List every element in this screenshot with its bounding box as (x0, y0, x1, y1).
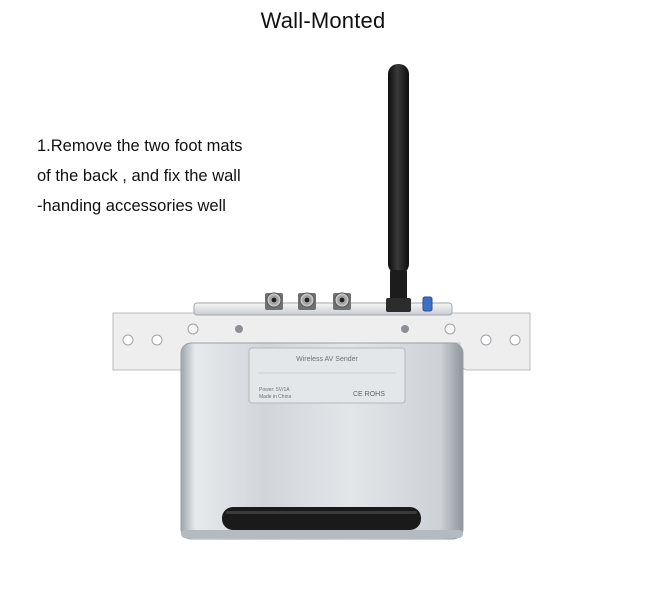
bracket-hole-left-outer (122, 334, 134, 346)
bracket-hole-right-inner (480, 334, 492, 346)
bracket-hole-right-outer (509, 334, 521, 346)
device-name-text: Wireless AV Sender (296, 356, 358, 363)
instruction-line-2: of the back , and fix the wall (37, 167, 241, 185)
channel-button (422, 296, 433, 312)
bracket-hole-center-left (187, 323, 199, 335)
sender-top (193, 292, 453, 316)
device-origin-text: Made in China (259, 394, 291, 400)
antenna (386, 64, 411, 312)
instruction-line-3: -handing accessories well (37, 197, 226, 215)
certification-marks: CE ROHS (353, 391, 385, 398)
sender-body: Wireless AV Sender Power: 5V/1A Made in … (180, 342, 464, 540)
device-power-text: Power: 5V/1A (259, 387, 290, 393)
page-title: Wall-Monted (260, 8, 386, 33)
device-label-plate (248, 347, 406, 404)
screw-left (235, 325, 243, 333)
screw-right (401, 325, 409, 333)
instruction-line-1: 1.Remove the two foot mats (37, 137, 243, 155)
instructions: 1.Remove the two foot mats of the back ,… (37, 131, 307, 221)
bracket-hole-center-right (444, 323, 456, 335)
vent-slot (222, 507, 421, 530)
bracket-hole-left-inner (151, 334, 163, 346)
